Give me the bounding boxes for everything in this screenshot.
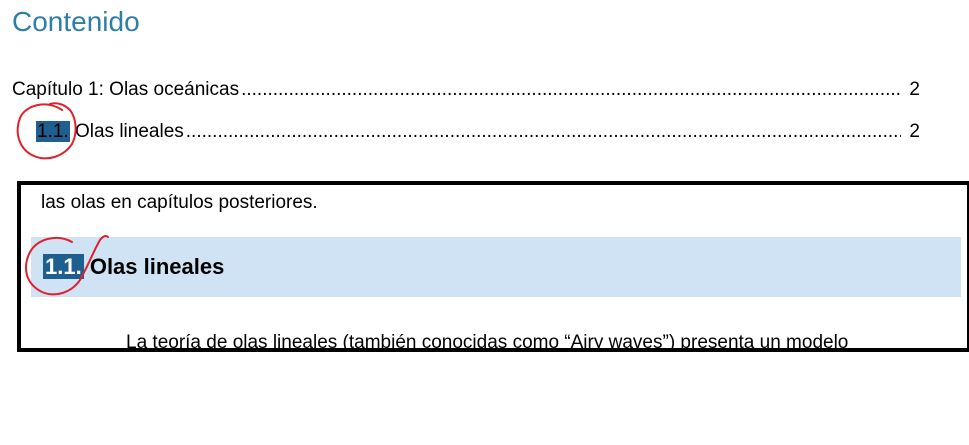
- toc-page-number: 2: [909, 79, 920, 100]
- toc-title: Contenido: [12, 6, 140, 37]
- toc-section-number: 1.1.: [36, 121, 70, 142]
- section-heading-number: 1.1.: [43, 254, 84, 279]
- section-heading-band: 1.1. Olas lineales: [31, 237, 961, 297]
- document-excerpt-frame: las olas en capítulos posteriores. 1.1. …: [17, 181, 969, 352]
- toc-leader-dots: [186, 120, 902, 144]
- body-paragraph-line: La teoría de olas lineales (también cono…: [126, 332, 849, 352]
- toc-leader-dots: [241, 78, 901, 102]
- toc-entry-chapter-1[interactable]: Capítulo 1: Olas oceánicas 2: [12, 78, 920, 102]
- toc-entry-label: 1.1. Olas lineales: [36, 120, 184, 144]
- toc-entry-section-1-1[interactable]: 1.1. Olas lineales 2: [36, 120, 920, 144]
- toc-entry-text: Capítulo 1: Olas oceánicas: [12, 79, 240, 100]
- section-heading[interactable]: 1.1. Olas lineales: [43, 253, 224, 281]
- previous-paragraph-line: las olas en capítulos posteriores.: [41, 192, 318, 213]
- toc-entry-text: Olas lineales: [74, 121, 184, 142]
- toc-page-number: 2: [909, 121, 920, 142]
- section-heading-title: Olas lineales: [89, 254, 225, 279]
